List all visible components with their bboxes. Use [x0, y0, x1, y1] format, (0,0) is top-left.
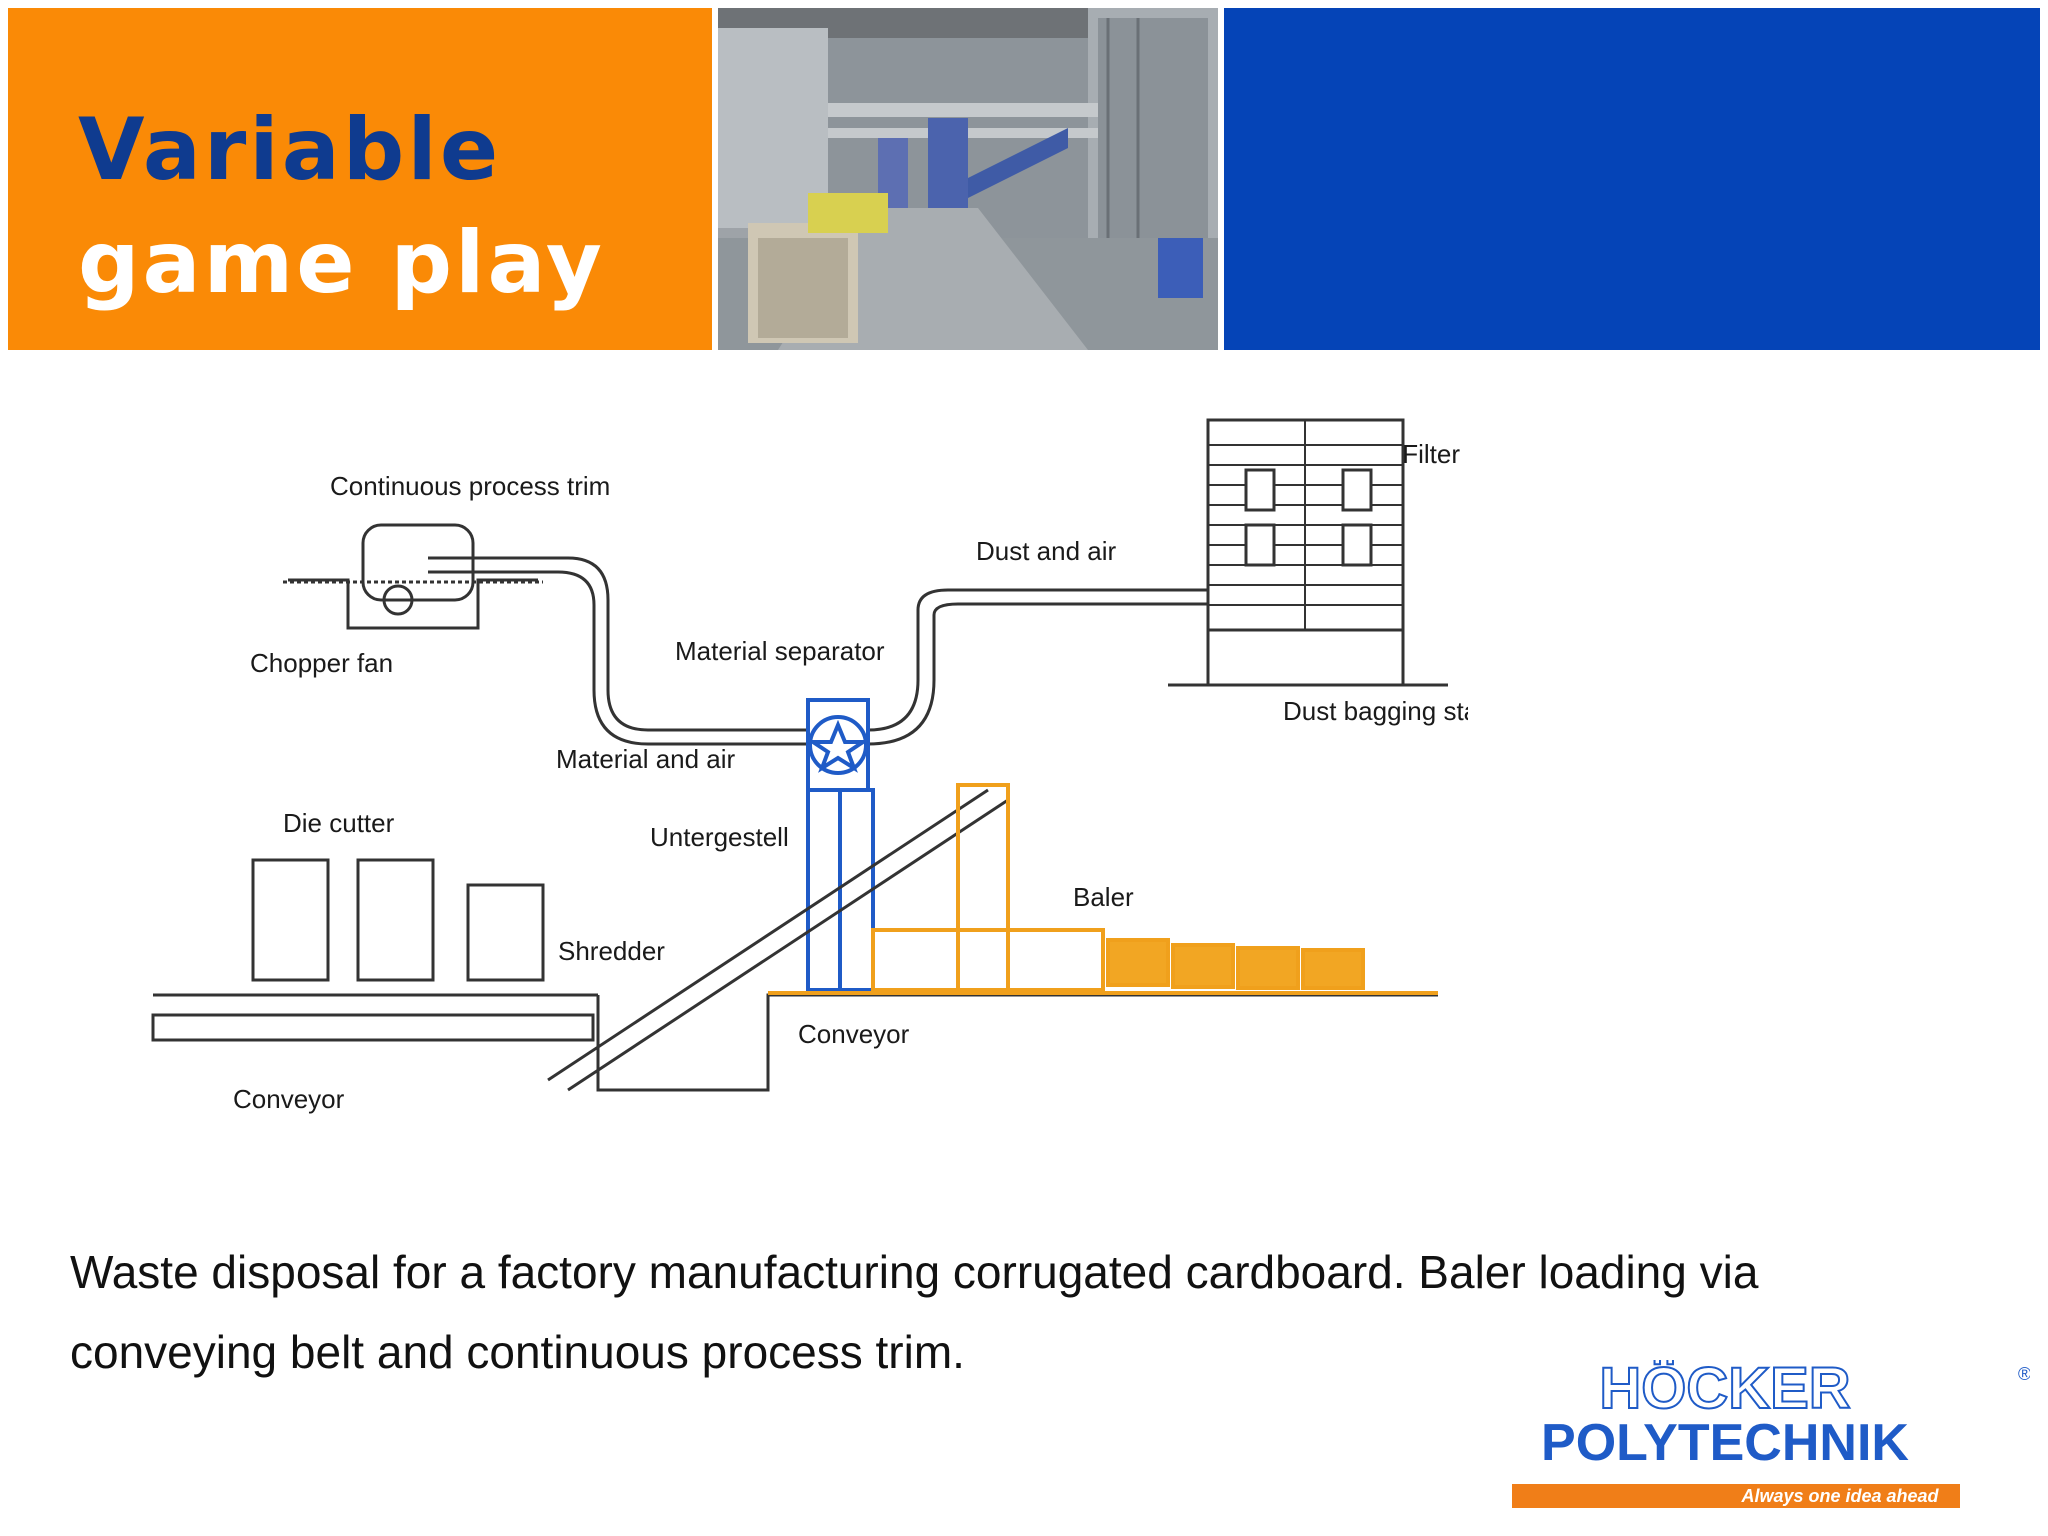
filter-unit — [1168, 418, 1448, 687]
process-diagram: Continuous process trim Chopper fan Mate… — [128, 390, 1468, 1130]
label-die-cutter: Die cutter — [283, 808, 395, 838]
pipe-system — [428, 556, 1208, 746]
label-dust-bagging-station: Dust bagging station — [1283, 696, 1468, 726]
label-baler: Baler — [1073, 882, 1134, 912]
baler — [768, 783, 1438, 995]
logo-tagline: Always one idea ahead — [1740, 1486, 1939, 1506]
material-separator — [806, 698, 875, 992]
hocker-polytechnik-logo: HÖCKER ® POLYTECHNIK Always one idea ahe… — [1510, 1355, 2031, 1510]
caption-text: Waste disposal for a factory manufacturi… — [70, 1246, 1759, 1378]
label-material-and-air: Material and air — [556, 744, 736, 774]
title-line-1: Variable — [78, 100, 502, 200]
logo-line-1: HÖCKER — [1599, 1360, 1850, 1421]
header-blue-panel — [1224, 8, 2040, 350]
label-filter: Filter — [1402, 439, 1460, 469]
factory-photo — [718, 8, 1218, 350]
label-conveyor-left: Conveyor — [233, 1084, 345, 1114]
label-conveyor-right: Conveyor — [798, 1019, 910, 1049]
label-dust-and-air: Dust and air — [976, 536, 1117, 566]
title-line-2: game play — [78, 213, 605, 313]
label-material-separator: Material separator — [675, 636, 885, 666]
die-cutter — [251, 858, 545, 982]
label-chopper-fan: Chopper fan — [250, 648, 393, 678]
logo-registered: ® — [2018, 1364, 2030, 1384]
chopper-fan — [283, 523, 543, 630]
title-panel: Variable game play — [8, 8, 712, 350]
logo-line-2: POLYTECHNIK — [1541, 1414, 1909, 1472]
label-shredder: Shredder — [558, 936, 665, 966]
label-untergestell: Untergestell — [650, 822, 789, 852]
label-continuous-process-trim: Continuous process trim — [330, 471, 610, 501]
